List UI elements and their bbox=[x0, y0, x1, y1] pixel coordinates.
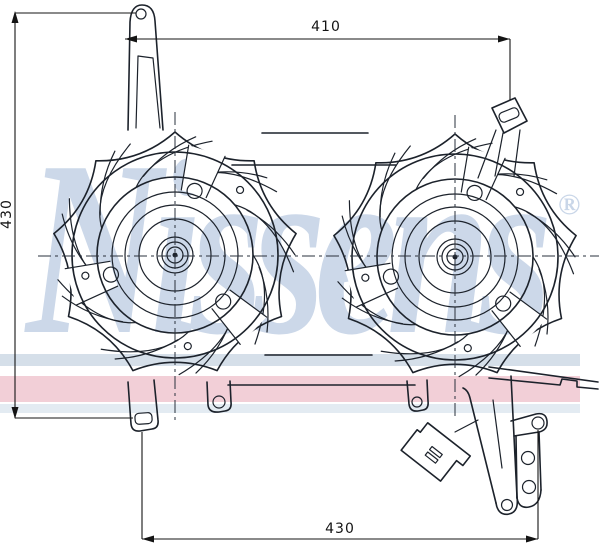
shroud-frame bbox=[227, 132, 599, 390]
bracket-top-right bbox=[477, 97, 528, 179]
dimension-label-430-left: 430 bbox=[0, 199, 15, 229]
centerlines bbox=[38, 112, 599, 422]
dimension-left-430: 430 bbox=[0, 11, 136, 419]
bracket-bottom-right-assembly bbox=[400, 375, 548, 516]
background-band-blue bbox=[0, 354, 580, 366]
bracket-top-left bbox=[127, 4, 164, 131]
background-band-pale-blue bbox=[0, 404, 580, 413]
dimension-top-410: 410 bbox=[125, 19, 511, 100]
bracket-bottom-left-tab-2 bbox=[206, 380, 232, 413]
background-band-pink bbox=[0, 376, 580, 402]
dimension-bottom-430: 430 bbox=[141, 430, 539, 543]
registered-trademark-icon: ® bbox=[558, 188, 580, 221]
dimension-label-430-bottom: 430 bbox=[325, 521, 355, 537]
brand-watermark: Nissens ® bbox=[23, 109, 580, 386]
bracket-bottom-left-tab bbox=[127, 379, 159, 432]
dimension-label-410: 410 bbox=[311, 19, 341, 35]
bracket-bottom-right-tab bbox=[406, 379, 429, 412]
